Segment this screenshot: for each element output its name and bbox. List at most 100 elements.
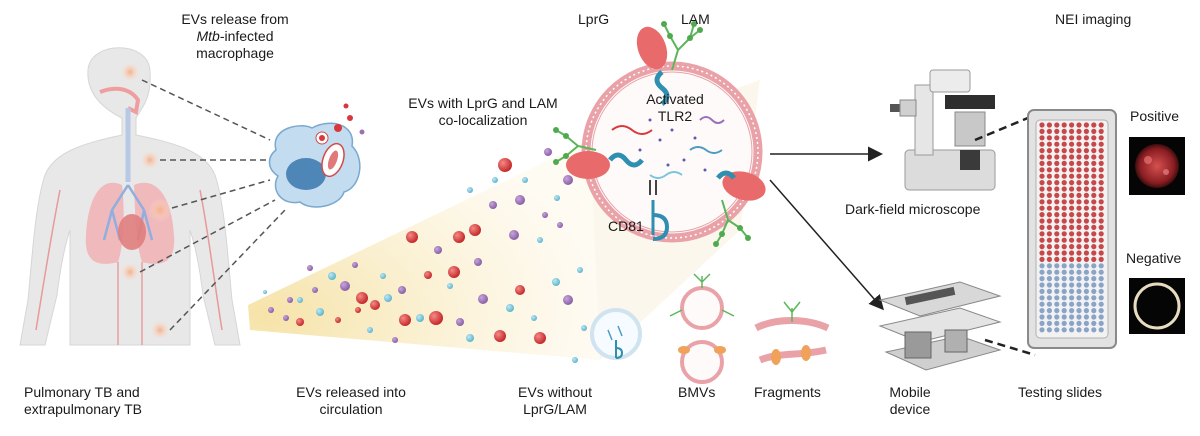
positive-well (1061, 173, 1067, 179)
positive-well (1098, 212, 1104, 218)
negative-well (1061, 282, 1067, 288)
positive-well (1076, 212, 1082, 218)
ev-particle (392, 337, 398, 343)
positive-well (1083, 224, 1089, 230)
positive-well (1046, 122, 1052, 128)
positive-well (1098, 231, 1104, 237)
ev-particle (340, 281, 350, 291)
positive-well (1083, 212, 1089, 218)
positive-well (1083, 173, 1089, 179)
negative-well (1054, 263, 1060, 269)
positive-well (1069, 244, 1075, 250)
positive-well (1091, 154, 1097, 160)
pulmonary-tb-line1: Pulmonary TB and (24, 384, 140, 400)
positive-well (1076, 224, 1082, 230)
positive-well (1054, 250, 1060, 256)
testing-slides-label: Testing slides (1018, 384, 1103, 400)
negative-well (1091, 308, 1097, 314)
ev-particle-field (263, 148, 587, 363)
negative-well (1039, 295, 1045, 301)
negative-well (1091, 282, 1097, 288)
negative-well (1083, 263, 1089, 269)
ev-particle (447, 283, 453, 289)
ev-particle (552, 278, 560, 286)
negative-well (1098, 288, 1104, 294)
positive-well (1061, 141, 1067, 147)
ev-particle (453, 231, 465, 243)
positive-well (1054, 199, 1060, 205)
positive-well (1069, 160, 1075, 166)
negative-well (1069, 327, 1075, 333)
positive-well (1098, 250, 1104, 256)
negative-well (1046, 327, 1052, 333)
negative-well (1091, 269, 1097, 275)
positive-well (1069, 122, 1075, 128)
negative-well (1083, 282, 1089, 288)
ev-particle (467, 187, 473, 193)
positive-well (1061, 135, 1067, 141)
positive-well (1083, 244, 1089, 250)
ev-particle (434, 246, 442, 254)
positive-well (1098, 135, 1104, 141)
positive-well (1061, 167, 1067, 173)
negative-well (1046, 269, 1052, 275)
positive-well (1069, 180, 1075, 186)
arrow-to-mobile-device (769, 179, 884, 311)
positive-well (1069, 192, 1075, 198)
ev-particle (370, 300, 380, 310)
ev-particle (515, 195, 525, 205)
positive-well (1054, 218, 1060, 224)
positive-well (1083, 250, 1089, 256)
positive-well (1039, 186, 1045, 192)
positive-well (1046, 148, 1052, 154)
positive-well (1076, 186, 1082, 192)
positive-well (1061, 224, 1067, 230)
membrane-fragments (754, 301, 830, 365)
positive-well (1061, 256, 1067, 262)
positive-well (1061, 250, 1067, 256)
positive-well (1061, 186, 1067, 192)
ev-particle (355, 307, 361, 313)
ev-particle (356, 292, 368, 304)
negative-well (1083, 314, 1089, 320)
ev-particle (494, 330, 506, 342)
positive-well (1098, 244, 1104, 250)
positive-well (1039, 192, 1045, 198)
positive-well (1076, 128, 1082, 134)
negative-well (1076, 327, 1082, 333)
ev-particle (572, 357, 578, 363)
positive-well (1046, 212, 1052, 218)
negative-well (1076, 308, 1082, 314)
positive-well (1054, 192, 1060, 198)
colocalization-label-line1: EVs with LprG and LAM (408, 95, 558, 111)
negative-well (1083, 320, 1089, 326)
negative-well (1069, 263, 1075, 269)
mtb-italic-text: Mtb (196, 28, 220, 44)
positive-well (1098, 218, 1104, 224)
positive-well (1046, 128, 1052, 134)
positive-well (1046, 250, 1052, 256)
positive-well (1039, 180, 1045, 186)
negative-well (1076, 269, 1082, 275)
negative-well (1083, 301, 1089, 307)
positive-well (1054, 135, 1060, 141)
positive-well (1069, 135, 1075, 141)
positive-well (1083, 205, 1089, 211)
negative-well (1039, 314, 1045, 320)
ev-particle (406, 231, 418, 243)
positive-well (1076, 205, 1082, 211)
positive-well (1054, 231, 1060, 237)
negative-well (1039, 327, 1045, 333)
positive-well (1091, 180, 1097, 186)
mobile-device-line1: Mobile (889, 384, 931, 400)
ev-particle (312, 287, 318, 293)
ev-release-label-line2: Mtb-infected (160, 28, 310, 45)
ev-particle (380, 273, 386, 279)
ev-particle (469, 224, 481, 236)
colocalization-label: EVs with LprG and LAM co-localization (388, 95, 578, 129)
negative-well (1046, 308, 1052, 314)
mobile-device (878, 281, 1002, 371)
positive-well (1098, 224, 1104, 230)
negative-well (1083, 308, 1089, 314)
negative-well (1069, 295, 1075, 301)
